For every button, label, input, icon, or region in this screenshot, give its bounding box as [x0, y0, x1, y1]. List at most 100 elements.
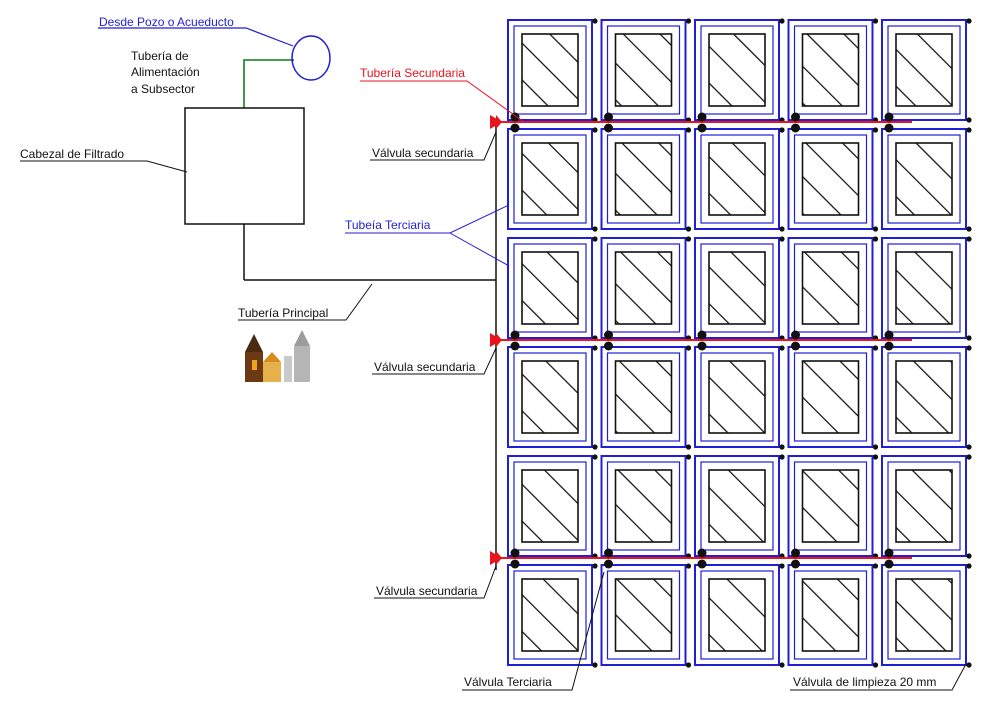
- planting-block: [708, 360, 766, 434]
- cleaning-valve-node: [592, 226, 598, 232]
- planting-block: [614, 142, 673, 216]
- plot-grid: [507, 18, 972, 668]
- planting-block: [521, 251, 579, 325]
- tertiary-pipe-outline: [787, 237, 874, 339]
- planting-block: [801, 251, 860, 325]
- tertiary-valve-node: [697, 123, 707, 133]
- plot-cell: [881, 563, 972, 668]
- tertiary-valve-node: [884, 123, 894, 133]
- plot-cell: [600, 236, 692, 341]
- cleaning-valve-node: [966, 236, 972, 242]
- tertiary-pipe-inner: [606, 25, 681, 115]
- tertiary-valve-node: [884, 112, 894, 122]
- cleaning-valve-node: [592, 563, 598, 569]
- tertiary-valve-node: [510, 548, 520, 558]
- tertiary-valve-node: [510, 112, 520, 122]
- tertiary-pipe-outline: [600, 346, 687, 448]
- planting-block: [708, 469, 766, 543]
- plot-cell: [507, 18, 598, 123]
- filter-head-box: [184, 107, 305, 225]
- tertiary-pipe-outline: [787, 19, 874, 121]
- label-cleaning-valve: Válvula de limpieza 20 mm: [793, 675, 936, 689]
- label-tertiary-pipe: Tubeía Terciaria: [345, 218, 431, 232]
- planting-block: [708, 33, 766, 107]
- tertiary-valve-node: [510, 559, 520, 569]
- cleaning-valve-node: [872, 18, 879, 24]
- planting-block: [614, 469, 673, 543]
- cleaning-valve-node: [779, 563, 785, 569]
- tertiary-pipe-outline: [600, 237, 687, 339]
- cleaning-valve-node: [592, 345, 598, 351]
- cleaning-valve-node: [966, 454, 972, 460]
- tertiary-pipe-inner: [793, 461, 868, 551]
- tertiary-pipe-outline: [694, 564, 780, 666]
- plot-cell: [600, 563, 692, 668]
- plot-cell: [694, 345, 785, 450]
- tertiary-valve-node: [604, 112, 613, 122]
- plot-cell: [507, 127, 598, 232]
- tertiary-pipe-outline: [507, 455, 593, 557]
- planting-block: [708, 251, 766, 325]
- tertiary-pipe-inner: [887, 134, 961, 224]
- tertiary-pipe-outline: [600, 19, 687, 121]
- tertiary-pipe-outline: [881, 564, 967, 666]
- label-secondary-valve-3: Válvula secundaria: [376, 584, 478, 598]
- plot-cell: [507, 345, 598, 450]
- cleaning-valve-node: [685, 236, 692, 242]
- tertiary-valve-node: [791, 123, 800, 133]
- cleaning-valve-node: [966, 127, 972, 133]
- planting-block: [521, 578, 579, 652]
- cleaning-valve-node: [966, 117, 972, 123]
- plot-cell: [881, 127, 972, 232]
- secondary-pipes: [490, 112, 912, 569]
- cleaning-valve-node: [685, 345, 692, 351]
- tertiary-pipe-inner: [793, 134, 868, 224]
- tertiary-valve-node: [791, 548, 800, 558]
- tertiary-pipe-outline: [507, 237, 593, 339]
- tertiary-pipe-inner: [887, 352, 961, 442]
- tertiary-pipe-outline: [787, 564, 874, 666]
- tertiary-pipe-inner: [700, 243, 774, 333]
- planting-block: [895, 33, 953, 107]
- secondary-pipe-line: [490, 548, 912, 569]
- tertiary-valve-node: [604, 559, 613, 569]
- tertiary-pipe-inner: [887, 243, 961, 333]
- plot-cell: [787, 236, 879, 341]
- label-tertiary-valve: Válvula Terciaria: [464, 675, 552, 689]
- plot-cell: [881, 454, 972, 559]
- tertiary-pipe-outline: [694, 19, 780, 121]
- cleaning-valve-node: [872, 345, 879, 351]
- plot-cell: [600, 345, 692, 450]
- tertiary-valve-node: [697, 548, 707, 558]
- tertiary-pipe-outline: [507, 128, 593, 230]
- label-secondary-valve-2: Válvula secundaria: [374, 360, 476, 374]
- cleaning-valve-node: [966, 553, 972, 559]
- cleaning-valve-node: [966, 444, 972, 450]
- plot-cell: [787, 127, 879, 232]
- tertiary-pipe-inner: [700, 570, 774, 660]
- tertiary-valve-node: [791, 559, 800, 569]
- plot-cell: [787, 454, 879, 559]
- planting-block: [801, 578, 860, 652]
- secondary-pipe-line: [490, 330, 912, 351]
- tertiary-pipe-inner: [606, 461, 681, 551]
- planting-block: [895, 142, 953, 216]
- cleaning-valve-node: [872, 563, 879, 569]
- tertiary-valve-node: [604, 341, 613, 351]
- tertiary-pipe-inner: [606, 570, 681, 660]
- tertiary-pipe-outline: [881, 237, 967, 339]
- leader-lines: [20, 80, 967, 691]
- cleaning-valve-node: [872, 127, 879, 133]
- tertiary-pipe-inner: [887, 461, 961, 551]
- cleaning-valve-node: [592, 18, 598, 24]
- feed-pipe: [243, 59, 294, 108]
- label-main-pipe: Tubería Principal: [238, 306, 328, 320]
- tertiary-valve-node: [884, 559, 894, 569]
- tertiary-pipe-inner: [513, 570, 587, 660]
- cleaning-valve-node: [779, 127, 785, 133]
- main-pipe: [243, 125, 497, 570]
- cleaning-valve-node: [779, 226, 785, 232]
- cleaning-valve-node: [685, 18, 692, 24]
- label-feed-2: Alimentación: [131, 65, 200, 79]
